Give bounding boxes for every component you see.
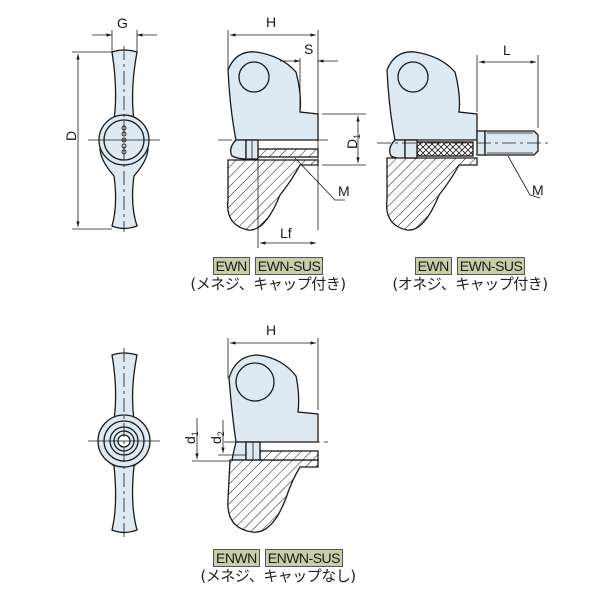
caption-female-nocap: ENWN ENWN-SUS (メネジ、キャップなし) — [178, 549, 378, 586]
dim-label-G: G — [117, 15, 128, 31]
dim-label-d1: d1 — [182, 431, 200, 444]
caption-note: (オネジ、キャップ付き) — [392, 275, 548, 293]
svg-text:d1: d1 — [182, 431, 200, 444]
caption-note: (メネジ、キャップ付き) — [190, 275, 346, 293]
dim-label-D: D — [63, 131, 79, 141]
dim-label-H-nocap: H — [266, 322, 276, 338]
model-badge: EWN-SUS — [254, 257, 324, 275]
section-female-nocap — [192, 338, 328, 533]
dim-label-Lf: Lf — [280, 225, 292, 241]
model-badge: EWN-SUS — [456, 257, 526, 275]
caption-note: (メネジ、キャップなし) — [200, 567, 356, 585]
front-view-bottom — [88, 348, 160, 540]
model-badge: EWN — [414, 257, 452, 275]
section-male-cap — [377, 51, 552, 231]
svg-text:d2: d2 — [208, 431, 226, 444]
front-view-top — [72, 30, 160, 232]
dim-label-M-male: M — [532, 182, 544, 198]
dim-label-M: M — [338, 183, 350, 199]
model-badge: ENWN-SUS — [264, 549, 343, 567]
svg-text:D1: D1 — [344, 134, 362, 149]
model-badge: EWN — [212, 257, 250, 275]
dim-label-D1: D1 — [344, 134, 362, 149]
section-female-cap — [218, 30, 366, 248]
dim-label-H: H — [266, 14, 276, 30]
dim-label-d2: d2 — [208, 431, 226, 444]
caption-male-cap: EWN EWN-SUS (オネジ、キャップ付き) — [370, 257, 570, 294]
caption-female-cap: EWN EWN-SUS (メネジ、キャップ付き) — [168, 257, 368, 294]
model-badge: ENWN — [212, 549, 260, 567]
dim-label-L: L — [503, 42, 511, 58]
dim-label-S: S — [304, 41, 313, 57]
